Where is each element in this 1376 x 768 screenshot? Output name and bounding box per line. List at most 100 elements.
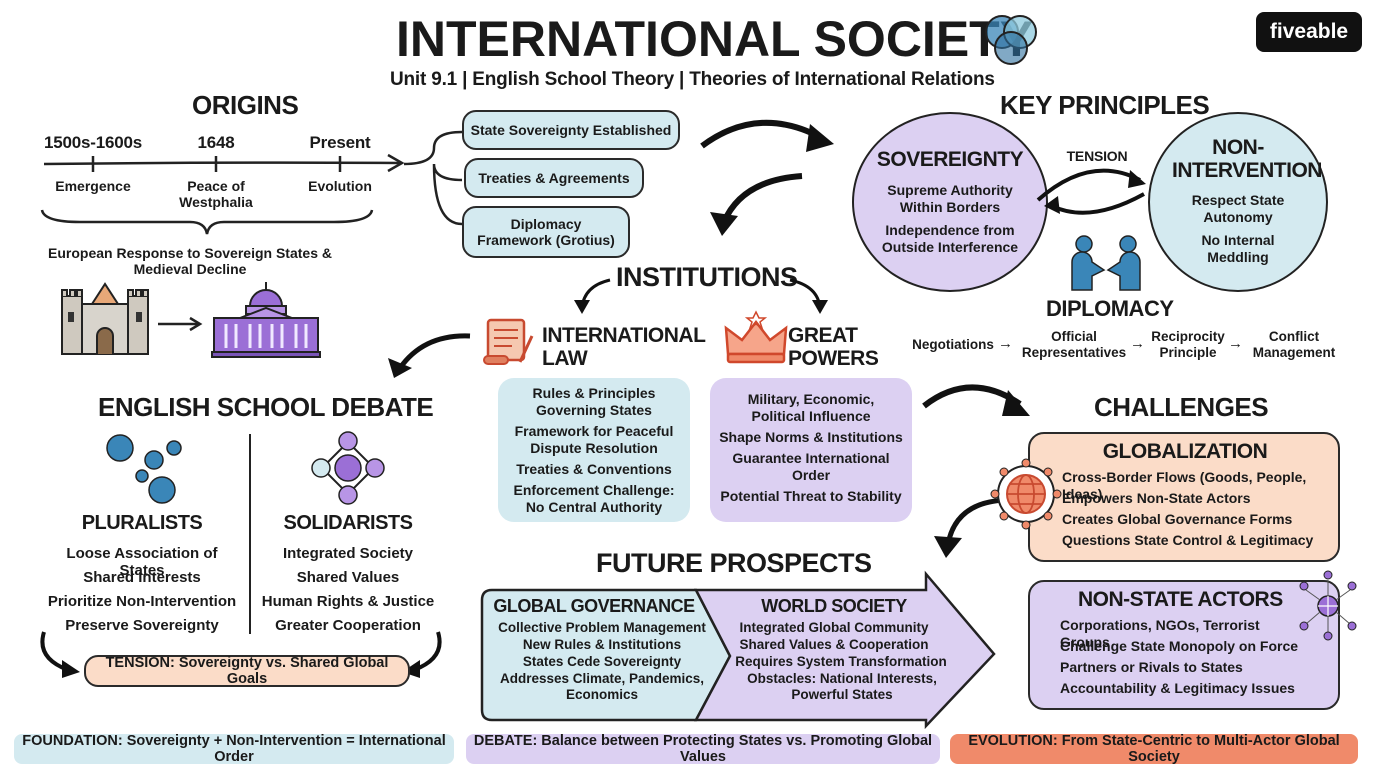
globalization-box [1028,432,1340,562]
footer-debate: DEBATE: Balance between Protecting State… [466,733,940,765]
great-powers-box [710,378,912,522]
law-line-1: Rules & Principles Governing States [532,385,656,418]
brand-logo: fiveable [1256,12,1362,52]
non-state-line-3: Partners or Rivals to States [1060,659,1243,675]
globalization-title: GLOBALIZATION [1102,440,1268,463]
arrow-to-future [934,497,1007,558]
non-state-line-4: Accountability & Legitimacy Issues [1060,680,1295,696]
world-line-2: Shared Values & Cooperation [739,637,929,652]
timeline-label-2: Peace of Westphalia [179,178,253,210]
people-globe-icon [1299,570,1357,641]
page-title: INTERNATIONAL SOCIETY [396,11,1034,67]
non-intervention-circle [1148,112,1328,292]
world-society-title: WORLD SOCIETY [761,596,907,616]
law-line-4: Enforcement Challenge: No Central Author… [513,482,675,515]
international-law-title: INTERNATIONAL LAW [542,324,706,370]
powers-line-2: Shape Norms & Institutions [719,429,903,445]
timeline-arrow [43,153,405,173]
non-intervention-line-1: Respect State Autonomy [1191,192,1285,225]
powers-line-3: Guarantee International Order [732,450,890,483]
institutions-heading: INSTITUTIONS [616,262,798,292]
powers-line-1: Military, Economic, Political Influence [747,391,875,424]
pluralists-line-4: Preserve Sovereignty [65,617,219,634]
timeline-label-1: Emergence [55,178,131,194]
origins-heading: ORIGINS [192,90,299,120]
diplomacy-step-3: Reciprocity Principle [1151,329,1225,360]
institutions-split-arrows [574,278,828,314]
sovereignty-title: SOVEREIGNTY [876,148,1024,171]
globalization-line-2: Empowers Non-State Actors [1062,490,1251,506]
arrow-to-challenges [922,384,1030,416]
international-law-box [498,378,690,522]
diplomacy-arrow-3: → [1228,335,1243,352]
origins-branch-diplomacy: Diplomacy Framework (Grotius) [462,206,630,258]
dots-icon [106,434,182,504]
non-intervention-title: NON-INTERVENTION [1172,136,1322,182]
footer-evolution: EVOLUTION: From State-Centric to Multi-A… [950,733,1358,765]
network-icon [311,431,385,505]
diplomacy-heading: DIPLOMACY [1046,296,1174,321]
world-line-1: Integrated Global Community [739,620,929,635]
powers-line-4: Potential Threat to Stability [720,488,902,504]
scroll-icon [483,318,534,365]
world-line-4: Obstacles: National Interests, Powerful … [747,671,937,702]
arrow-to-principles [700,119,834,152]
non-state-line-2: Challenge State Monopoly on Force [1060,638,1299,654]
great-powers-title: GREAT POWERS [788,324,879,370]
globalization-line-1: Cross-Border Flows (Goods, People, Ideas… [1062,469,1307,502]
non-intervention-line-2: No Internal Meddling [1201,232,1275,265]
venn-icon [985,15,1037,65]
castle-icon [61,282,149,355]
globalization-line-3: Creates Global Governance Forms [1062,511,1293,527]
tension-label: TENSION [1066,148,1128,164]
non-state-actors-title: NON-STATE ACTORS [1078,588,1283,611]
arrow-to-debate [388,333,471,378]
solidarists-line-1: Integrated Society [282,545,414,562]
diplomacy-arrow-2: → [1130,335,1145,352]
future-heading: FUTURE PROSPECTS [596,548,872,578]
origins-note: European Response to Sovereign States & … [48,245,332,277]
footer-foundation: FOUNDATION: Sovereignty + Non-Interventi… [14,733,454,765]
pluralists-title: PLURALISTS [81,512,203,534]
capitol-icon [211,282,321,358]
governance-line-2: New Rules & Institutions [522,637,682,652]
sovereignty-line-2: Independence from Outside Interference [881,222,1019,255]
debate-divider [249,434,251,634]
sovereignty-line-1: Supreme Authority Within Borders [887,182,1013,215]
transition-arrow [158,316,203,332]
future-arrow-shape [480,570,996,730]
governance-line-4: Addresses Climate, Pandemics, Economics [499,671,705,702]
governance-line-3: States Cede Sovereignty [522,654,682,669]
solidarists-line-4: Greater Cooperation [275,617,421,634]
timeline-date-3: Present [309,133,371,152]
origins-branch-connector [403,130,463,226]
solidarists-line-3: Human Rights & Justice [261,593,435,610]
crown-icon [724,310,788,364]
governance-line-1: Collective Problem Management [498,620,706,635]
challenges-heading: CHALLENGES [1094,392,1269,422]
arrow-to-institutions [710,173,803,236]
page-subtitle: Unit 9.1 | English School Theory | Theor… [390,69,995,90]
tension-arrows [1036,168,1146,215]
diplomacy-arrow-1: → [998,335,1013,352]
solidarists-title: SOLIDARISTS [283,512,413,534]
globalization-line-4: Questions State Control & Legitimacy [1062,532,1314,548]
global-governance-title: GLOBAL GOVERNANCE [493,596,695,616]
debate-tension-banner: TENSION: Sovereignty vs. Shared Global G… [84,655,410,687]
debate-heading: ENGLISH SCHOOL DEBATE [98,392,434,422]
non-state-line-1: Corporations, NGOs, Terrorist Groups [1060,617,1260,650]
sovereignty-circle [852,112,1048,292]
pluralists-line-3: Prioritize Non-Intervention [47,593,237,610]
origins-branch-sovereignty: State Sovereignty Established [462,110,680,150]
pluralists-line-2: Shared Interests [83,569,201,586]
origins-brace [40,209,374,235]
diplomacy-step-2: Official Representatives [1021,329,1127,360]
law-line-3: Treaties & Conventions [516,461,672,477]
diplomacy-step-1: Negotiations [912,337,994,352]
globe-icon [990,458,1062,530]
timeline-date-1: 1500s-1600s [43,133,142,152]
key-principles-heading: KEY PRINCIPLES [1000,90,1210,120]
timeline-date-2: 1648 [197,133,235,152]
world-line-3: Requires System Transformation [735,654,947,669]
diplomacy-step-4: Conflict Management [1252,329,1336,360]
